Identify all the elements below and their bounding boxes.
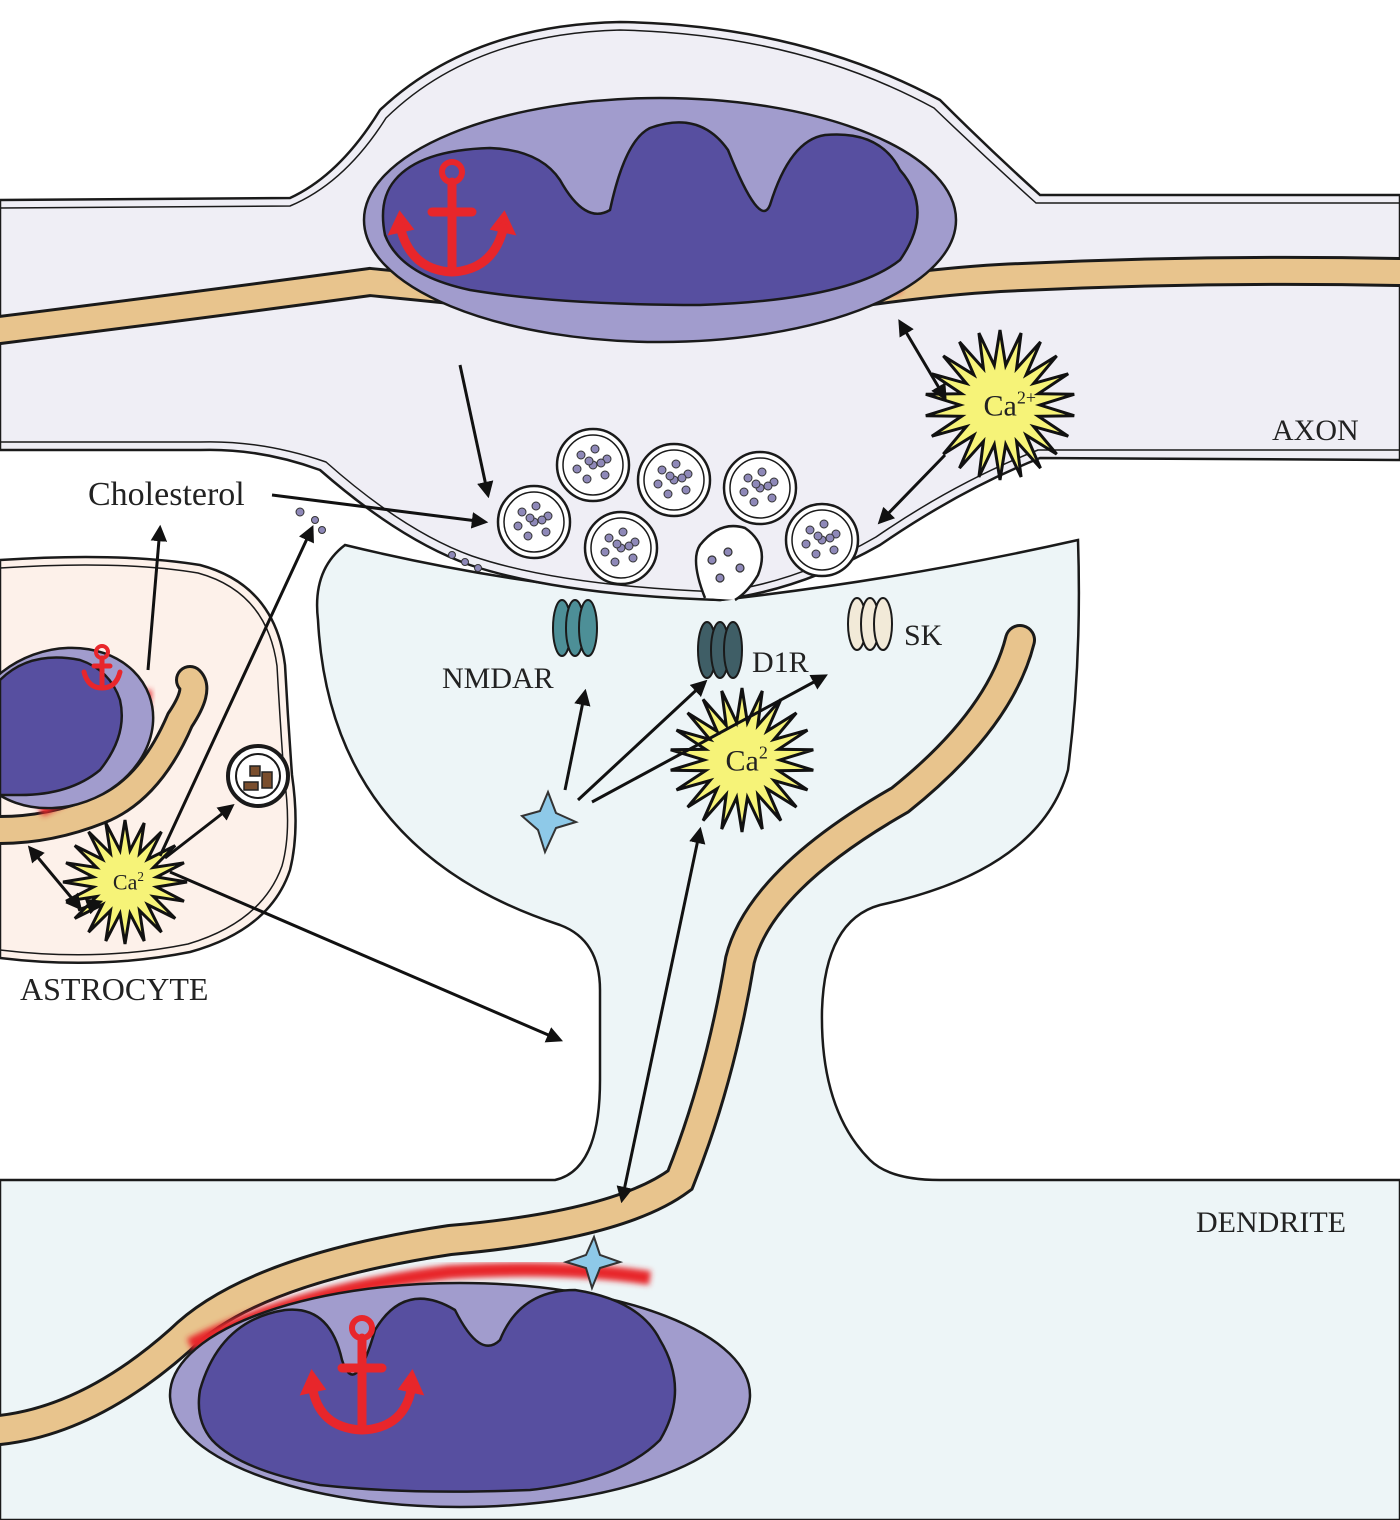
d1r-receptor <box>697 621 743 679</box>
label-dendrite: DENDRITE <box>1196 1206 1346 1239</box>
vesicle-icon <box>555 427 631 503</box>
label-astrocyte: ASTROCYTE <box>20 971 208 1007</box>
calcium-label: Ca2+ <box>984 388 1036 423</box>
astrocyte-mitochondrion <box>0 644 155 817</box>
calcium-burst-icon: Ca2 <box>670 687 814 833</box>
vesicle-icon <box>583 510 659 586</box>
calcium-label: Ca2 <box>113 869 144 895</box>
anchor-icon <box>81 644 123 691</box>
vesicle-icon <box>496 484 572 560</box>
synaptic-vesicles <box>496 427 860 586</box>
label-cholesterol: Cholesterol <box>88 476 245 513</box>
label-d1r: D1R <box>752 646 809 679</box>
arrows <box>27 319 947 1204</box>
mito-cristae <box>0 656 124 797</box>
anchor-icon <box>387 159 517 277</box>
axon-mitochondrion <box>362 96 958 344</box>
sk-channel <box>847 597 893 651</box>
mito-cristae <box>197 1288 677 1493</box>
fusing-vesicle <box>694 524 764 602</box>
vesicle-icon <box>722 450 798 526</box>
star-messenger-icon <box>519 789 579 855</box>
mito-cristae <box>381 121 919 307</box>
cholesterol-dots <box>295 507 482 572</box>
label-axon: AXON <box>1272 414 1359 447</box>
label-nmdar: NMDAR <box>442 662 554 695</box>
calcium-burst-icon: Ca2 <box>62 819 188 945</box>
lysosome-icon <box>226 744 290 808</box>
vesicle-icon <box>636 442 712 518</box>
calcium-label: Ca2 <box>726 743 768 778</box>
nmdar-receptor <box>552 599 598 657</box>
vesicle-icon <box>784 502 860 578</box>
calcium-burst-icon: Ca2+ <box>925 329 1075 481</box>
label-sk: SK <box>904 619 943 652</box>
star-messenger-icon <box>562 1234 624 1292</box>
anchor-icon <box>299 1315 425 1435</box>
